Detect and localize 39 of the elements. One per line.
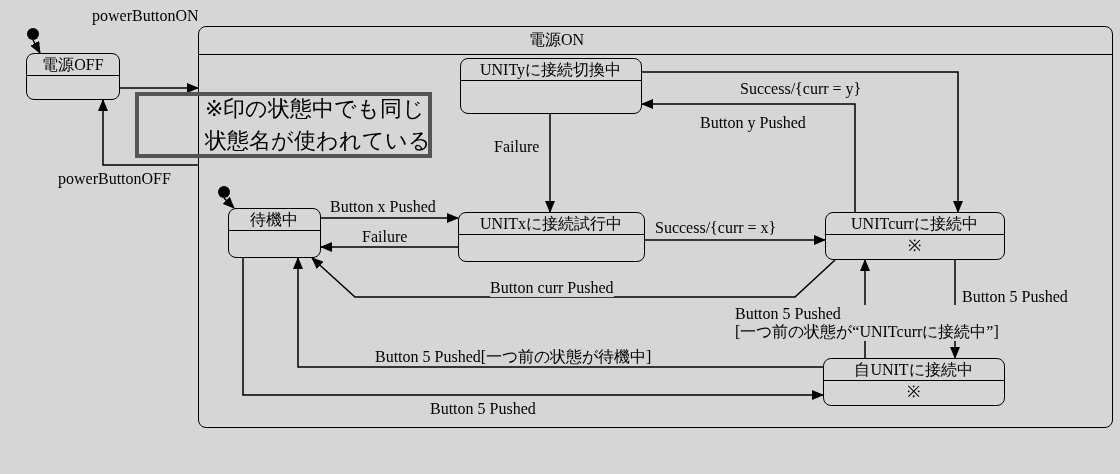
arrow bbox=[242, 257, 824, 400]
state-name: 自UNITに接続中 bbox=[823, 358, 1004, 381]
arrow bbox=[641, 99, 856, 213]
arrow bbox=[545, 113, 555, 213]
arrow bbox=[119, 83, 199, 93]
state-box bbox=[459, 57, 642, 114]
state-note-mark: ※ bbox=[907, 235, 922, 256]
arrow bbox=[222, 196, 235, 209]
edge-label: Success/{curr = x} bbox=[655, 219, 777, 237]
edge-label: powerButtonOFF bbox=[58, 170, 171, 188]
state-box bbox=[26, 53, 120, 100]
state-box bbox=[457, 211, 645, 262]
initial-dot bbox=[27, 28, 39, 40]
edge-label: Button curr Pushed bbox=[490, 279, 614, 297]
state-name: UNITyに接続切換中 bbox=[460, 58, 641, 81]
edge-label: Success/{curr = y} bbox=[740, 80, 862, 98]
arrow bbox=[311, 257, 836, 298]
state-name: 電源ON bbox=[199, 27, 1112, 55]
edge-label: Button 5 Pushed[一つ前の状態が待機中] bbox=[375, 348, 652, 366]
edge-label: Button y Pushed bbox=[700, 114, 806, 132]
arrow bbox=[320, 213, 459, 223]
state-box bbox=[227, 207, 321, 258]
state-note-mark: ※ bbox=[906, 381, 921, 402]
initial-dot bbox=[217, 185, 230, 198]
note-box bbox=[135, 92, 432, 158]
arrow bbox=[98, 99, 199, 166]
edge-label: powerButtonON bbox=[92, 7, 199, 25]
state-name: UNITcurrに接続中 bbox=[825, 212, 1004, 235]
arrow bbox=[644, 235, 826, 245]
arrow bbox=[293, 257, 824, 368]
state-name: UNITxに接続試行中 bbox=[458, 212, 644, 235]
state-box bbox=[822, 357, 1005, 406]
state-name: 待機中 bbox=[228, 208, 320, 231]
arrow bbox=[30, 39, 41, 54]
note-text: ※印の状態中でも同じ状態名が使われている bbox=[205, 95, 432, 155]
state-name: 電源OFF bbox=[27, 54, 119, 76]
arrow bbox=[320, 242, 459, 252]
state-box bbox=[824, 211, 1005, 260]
arrow bbox=[641, 71, 963, 213]
